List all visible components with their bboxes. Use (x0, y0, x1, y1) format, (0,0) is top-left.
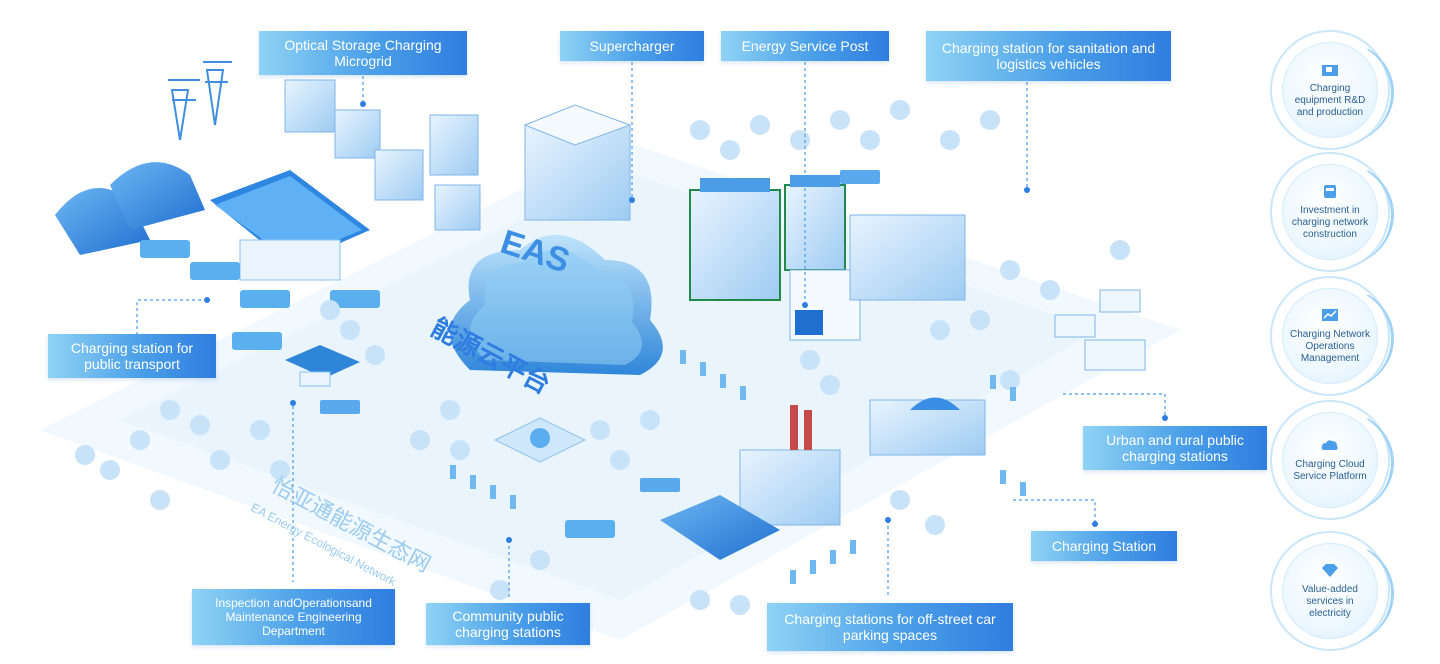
factory-icon (1322, 65, 1338, 76)
service-cloud-platform: Charging Cloud Service Platform (1282, 412, 1378, 508)
service-ring-2 (1270, 152, 1394, 272)
warehouse (869, 397, 986, 456)
greenhouses (660, 495, 780, 560)
supercharger-building (523, 104, 632, 221)
callout-urban-rural: Urban and rural public charging stations (1083, 426, 1267, 470)
diamond-icon (1322, 564, 1338, 577)
service-label: Value-added services in electricity (1302, 584, 1358, 619)
service-label: Charging Cloud Service Platform (1293, 459, 1367, 482)
eas-cloud (450, 234, 663, 375)
power-plant (739, 405, 841, 526)
service-ring-3 (1270, 276, 1394, 396)
charging-posts (450, 350, 1026, 584)
callout-community: Community public charging stations (426, 603, 590, 645)
service-ring-5 (1270, 531, 1394, 651)
service-ring-1 (1270, 30, 1394, 150)
callout-optical-storage: Optical Storage Charging Microgrid (259, 31, 467, 75)
callout-supercharger: Supercharger (560, 31, 704, 61)
bus-charging-canopy (285, 345, 360, 387)
houses (1054, 289, 1146, 371)
chart-icon (1322, 309, 1338, 321)
service-ring-4 (1270, 400, 1394, 520)
callout-inspection-dept: Inspection andOperationsand Maintenance … (192, 589, 395, 645)
logistics-factory (849, 214, 966, 301)
service-equipment-rd: Charging equipment R&D and production (1282, 42, 1378, 138)
solar-canopy (210, 170, 370, 281)
leader-dots (204, 101, 1168, 543)
service-network-investment: Investment in charging network construct… (1282, 164, 1378, 260)
callout-energy-service-post: Energy Service Post (721, 31, 889, 61)
leader-lines (136, 62, 1166, 598)
battery-icon (1324, 185, 1336, 198)
fountain-plaza (493, 417, 587, 463)
buses (140, 240, 615, 538)
service-label: Charging Network Operations Management (1289, 329, 1371, 364)
callout-sanitation-logistics: Charging station for sanitation and logi… (926, 31, 1171, 81)
callout-off-street: Charging stations for off-street car par… (767, 603, 1013, 651)
green-trim-towers (689, 175, 846, 301)
service-value-added: Value-added services in electricity (1282, 543, 1378, 639)
service-operations-management: Charging Network Operations Management (1282, 288, 1378, 384)
service-label: Investment in charging network construct… (1291, 205, 1369, 240)
office-buildings (284, 79, 481, 231)
energy-post-building (789, 269, 861, 341)
power-towers (168, 61, 232, 141)
trucks (320, 170, 880, 492)
callout-charging-station: Charging Station (1031, 531, 1177, 561)
bus-hangars (55, 162, 205, 255)
cloud-icon (1321, 440, 1338, 450)
service-label: Charging equipment R&D and production (1294, 83, 1366, 118)
callout-public-transport: Charging station for public transport (48, 334, 216, 378)
